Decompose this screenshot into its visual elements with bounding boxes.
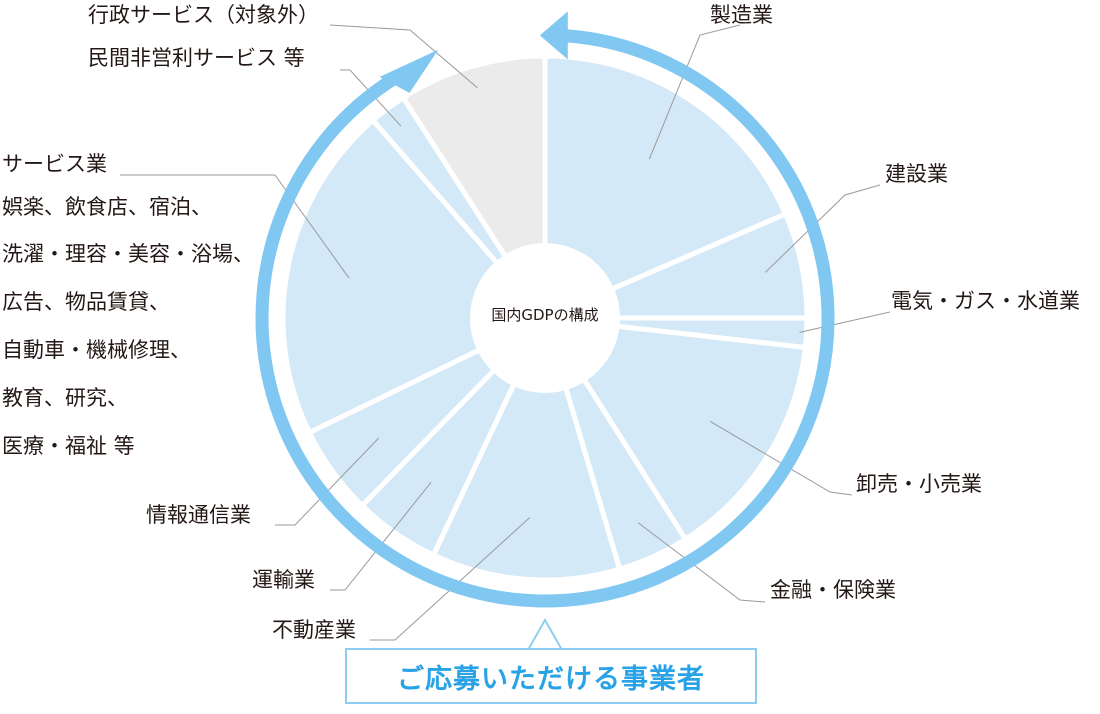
- segment-real_estate: [430, 315, 623, 583]
- label-it: 情報通信業: [146, 503, 251, 527]
- leader-line-manufacturing: [648, 24, 741, 160]
- leader-lines: [120, 24, 891, 641]
- services-sub-item: 広告、物品賃貸、: [2, 290, 170, 314]
- leader-line-real_estate: [370, 517, 531, 641]
- services-sub-item: 医療・福祉 等: [2, 434, 135, 458]
- label-government: 行政サービス（対象外）: [88, 3, 319, 27]
- center-label: 国内GDPの構成: [491, 306, 599, 324]
- leader-line-construction: [764, 184, 881, 273]
- segment-services: [280, 117, 548, 436]
- services-sub-item: 娯楽、飲食店、宿泊、: [2, 195, 212, 219]
- cycle-arrow-arc: [255, 28, 835, 608]
- leader-line-finance: [637, 522, 766, 603]
- segment-manufacturing: [542, 53, 788, 321]
- label-services: サービス業: [2, 152, 107, 176]
- label-trade: 卸売・小売業: [856, 472, 982, 496]
- leader-line-transport: [330, 482, 432, 591]
- leader-line-nonprofit: [340, 69, 402, 127]
- callout-pointer: [526, 617, 564, 651]
- center-hole: [470, 243, 620, 393]
- callout-text: ご応募いただける事業者: [397, 663, 705, 695]
- label-transport: 運輸業: [252, 568, 315, 592]
- leader-line-utilities: [799, 311, 891, 333]
- services-sub-item: 教育、研究、: [2, 386, 128, 410]
- eligible-businesses-callout: ご応募いただける事業者: [345, 648, 757, 704]
- label-nonprofit: 民間非営利サービス 等: [88, 46, 305, 70]
- leader-line-it: [275, 437, 380, 526]
- leader-line-government: [329, 24, 478, 89]
- label-construction: 建設業: [885, 162, 948, 186]
- services-sub-item: 洗濯・理容・美容・浴場、: [2, 242, 254, 266]
- label-utilities: 電気・ガス・水道業: [891, 289, 1080, 313]
- label-manufacturing: 製造業: [710, 3, 773, 27]
- leader-line-services: [120, 174, 350, 279]
- arrowhead-top: [539, 11, 568, 60]
- label-finance: 金融・保険業: [770, 578, 896, 602]
- segment-trade: [542, 315, 808, 542]
- label-real-estate: 不動産業: [272, 618, 356, 642]
- arrowhead-left: [379, 49, 439, 93]
- services-sub-item: 自動車・機械修理、: [2, 338, 191, 362]
- leader-line-trade: [710, 421, 853, 496]
